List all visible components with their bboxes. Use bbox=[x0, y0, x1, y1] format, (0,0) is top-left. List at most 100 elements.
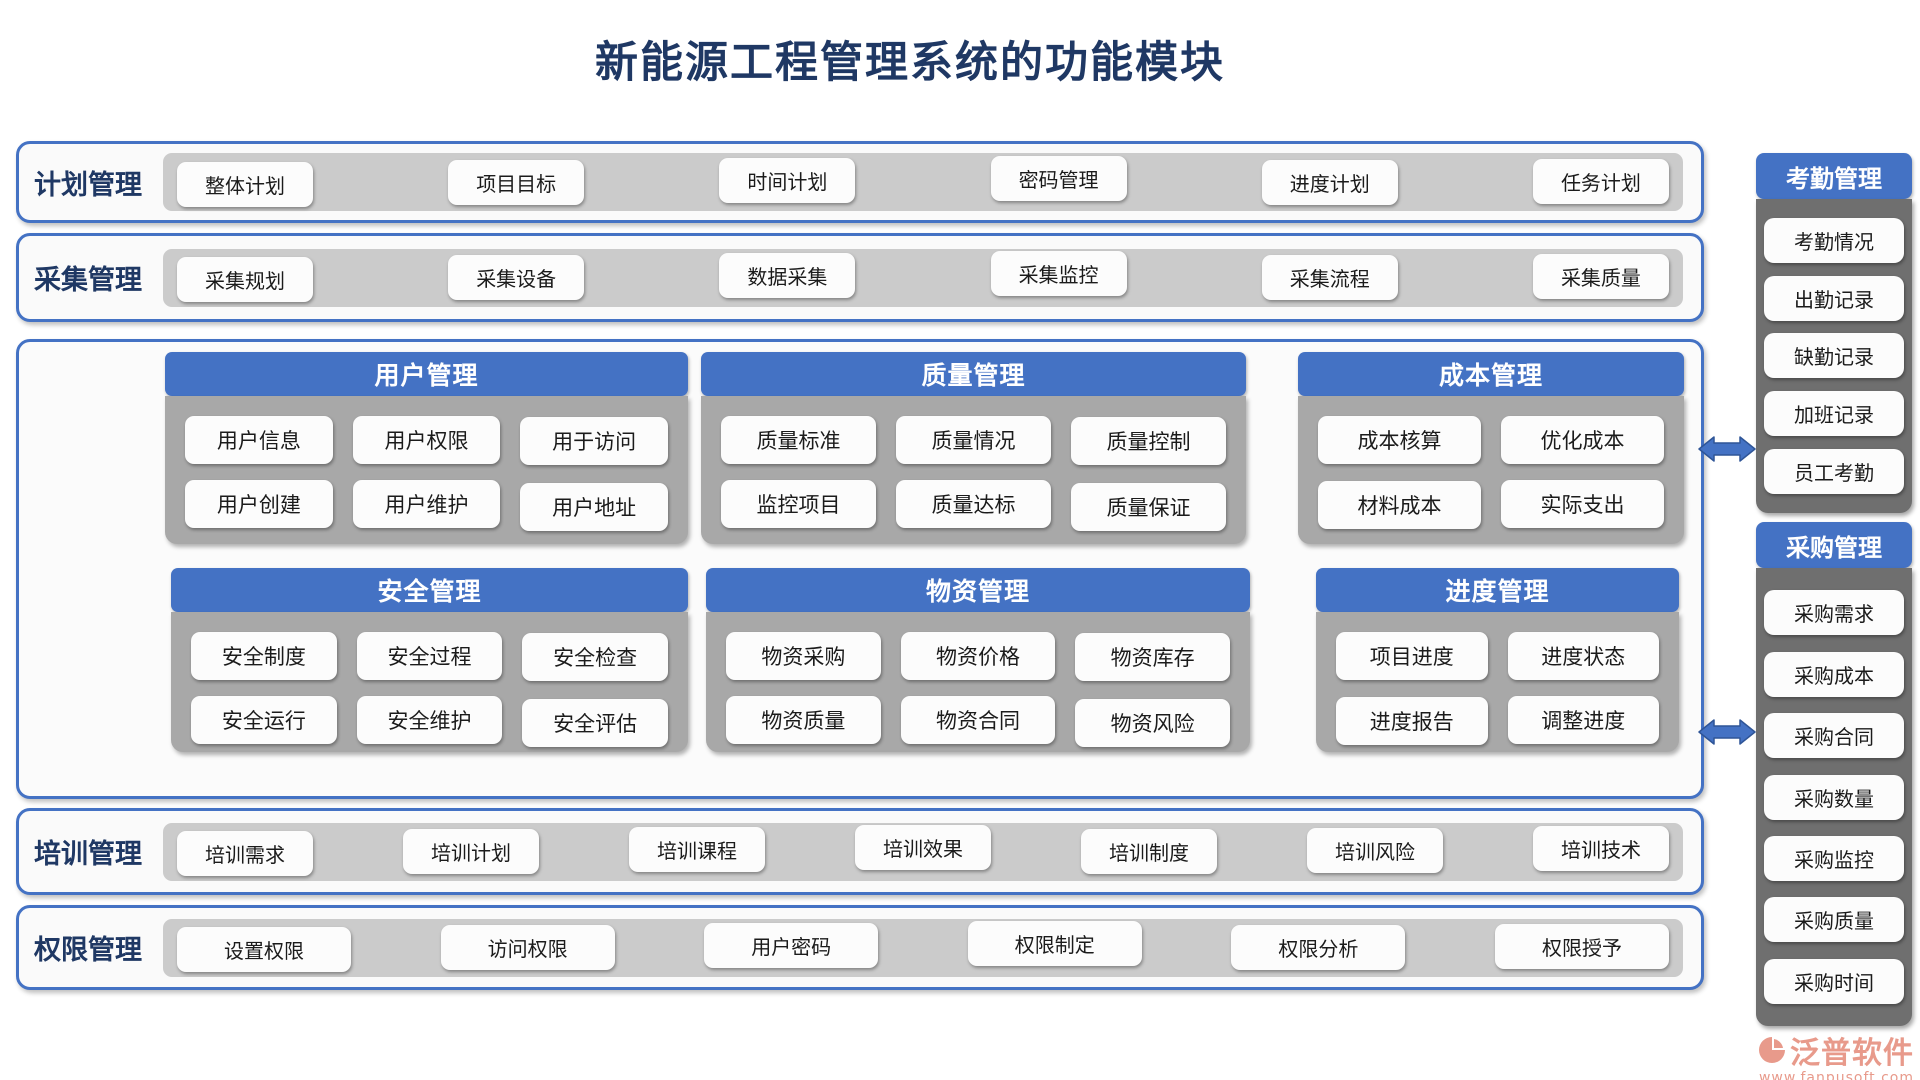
user-management-block: 用户管理 用户信息 用户权限 用于访问 用户创建 用户维护 用户地址 bbox=[165, 352, 688, 544]
module-button[interactable]: 采集监控 bbox=[990, 251, 1127, 296]
module-button[interactable]: 密码管理 bbox=[990, 155, 1127, 201]
module-button[interactable]: 进度报告 bbox=[1336, 697, 1488, 745]
collection-row-label: 采集管理 bbox=[34, 265, 142, 296]
materials-management-block: 物资管理 物资采购 物资价格 物资库存 物资质量 物资合同 物资风险 bbox=[706, 568, 1250, 752]
module-button[interactable]: 出勤记录 bbox=[1764, 275, 1904, 321]
fanpu-logo-icon bbox=[1759, 1037, 1785, 1063]
safety-management-block: 安全管理 安全制度 安全过程 安全检查 安全运行 安全维护 安全评估 bbox=[171, 568, 688, 752]
module-button[interactable]: 实际支出 bbox=[1501, 480, 1664, 528]
collection-row-bar: 采集规划 采集设备 数据采集 采集监控 采集流程 采集质量 bbox=[163, 248, 1683, 307]
module-button[interactable]: 安全运行 bbox=[191, 696, 337, 744]
module-button[interactable]: 物资风险 bbox=[1075, 699, 1230, 747]
module-button[interactable]: 用户密码 bbox=[704, 923, 879, 968]
quality-block-body: 质量标准 质量情况 质量控制 监控项目 质量达标 质量保证 bbox=[701, 396, 1246, 544]
cost-management-block: 成本管理 成本核算 优化成本 材料成本 实际支出 bbox=[1298, 352, 1684, 544]
module-button[interactable]: 采购需求 bbox=[1764, 590, 1904, 636]
core-modules-frame: 用户管理 用户信息 用户权限 用于访问 用户创建 用户维护 用户地址 质量管理 … bbox=[16, 339, 1704, 799]
module-button[interactable]: 时间计划 bbox=[719, 157, 856, 203]
permission-management-row: 权限管理 设置权限 访问权限 用户密码 权限制定 权限分析 权限授予 bbox=[16, 905, 1704, 990]
module-button[interactable]: 采集质量 bbox=[1532, 254, 1669, 299]
module-button[interactable]: 缺勤记录 bbox=[1764, 333, 1904, 379]
module-button[interactable]: 物资价格 bbox=[900, 632, 1056, 680]
collection-management-row: 采集管理 采集规划 采集设备 数据采集 采集监控 采集流程 采集质量 bbox=[16, 233, 1704, 322]
module-button[interactable]: 质量控制 bbox=[1071, 417, 1226, 465]
module-button[interactable]: 质量标准 bbox=[721, 416, 876, 464]
module-button[interactable]: 优化成本 bbox=[1501, 416, 1664, 464]
cost-block-header: 成本管理 bbox=[1298, 352, 1684, 396]
module-button[interactable]: 进度状态 bbox=[1507, 632, 1659, 680]
brand-website-link[interactable]: www.fanpusoft.com bbox=[1758, 1070, 1914, 1080]
module-button[interactable]: 采购时间 bbox=[1764, 958, 1904, 1004]
module-button[interactable]: 培训制度 bbox=[1081, 829, 1217, 874]
module-button[interactable]: 员工考勤 bbox=[1764, 449, 1904, 495]
module-button[interactable]: 整体计划 bbox=[177, 161, 313, 207]
module-button[interactable]: 培训效果 bbox=[855, 825, 991, 870]
module-button[interactable]: 培训技术 bbox=[1533, 826, 1669, 871]
module-button[interactable]: 安全制度 bbox=[191, 632, 337, 680]
plan-row-bar: 整体计划 项目目标 时间计划 密码管理 进度计划 任务计划 bbox=[163, 153, 1683, 211]
module-button[interactable]: 用户维护 bbox=[352, 480, 501, 528]
module-button[interactable]: 材料成本 bbox=[1318, 481, 1481, 529]
module-button[interactable]: 安全检查 bbox=[522, 633, 668, 681]
module-button[interactable]: 调整进度 bbox=[1507, 696, 1659, 744]
module-button[interactable]: 质量情况 bbox=[896, 416, 1051, 464]
module-button[interactable]: 进度计划 bbox=[1261, 159, 1398, 205]
module-button[interactable]: 权限授予 bbox=[1494, 924, 1669, 969]
module-button[interactable]: 设置权限 bbox=[177, 927, 351, 972]
module-button[interactable]: 物资质量 bbox=[726, 696, 881, 744]
module-button[interactable]: 物资合同 bbox=[900, 696, 1056, 744]
module-button[interactable]: 质量保证 bbox=[1071, 483, 1226, 531]
attendance-panel-header: 考勤管理 bbox=[1756, 153, 1912, 199]
module-button[interactable]: 采购质量 bbox=[1764, 897, 1904, 943]
module-button[interactable]: 项目目标 bbox=[448, 159, 585, 205]
module-button[interactable]: 访问权限 bbox=[440, 925, 615, 970]
module-button[interactable]: 安全维护 bbox=[356, 696, 503, 744]
module-button[interactable]: 培训需求 bbox=[177, 831, 313, 876]
progress-management-block: 进度管理 项目进度 进度状态 进度报告 调整进度 bbox=[1316, 568, 1679, 752]
cost-block-body: 成本核算 优化成本 材料成本 实际支出 bbox=[1298, 396, 1684, 544]
training-row-label: 培训管理 bbox=[34, 839, 142, 870]
module-button[interactable]: 培训风险 bbox=[1307, 828, 1443, 873]
module-button[interactable]: 权限制定 bbox=[967, 921, 1142, 966]
module-button[interactable]: 采购合同 bbox=[1764, 713, 1904, 759]
safety-block-body: 安全制度 安全过程 安全检查 安全运行 安全维护 安全评估 bbox=[171, 612, 688, 752]
safety-block-header: 安全管理 bbox=[171, 568, 688, 612]
module-button[interactable]: 项目进度 bbox=[1336, 632, 1488, 680]
module-button[interactable]: 安全过程 bbox=[356, 632, 503, 680]
permission-row-label: 权限管理 bbox=[34, 935, 142, 966]
module-button[interactable]: 权限分析 bbox=[1231, 925, 1406, 970]
module-button[interactable]: 用户信息 bbox=[185, 416, 333, 464]
module-button[interactable]: 监控项目 bbox=[721, 480, 876, 528]
training-management-row: 培训管理 培训需求 培训计划 培训课程 培训效果 培训制度 培训风险 培训技术 bbox=[16, 808, 1704, 895]
procurement-panel-header: 采购管理 bbox=[1756, 522, 1912, 568]
module-button[interactable]: 用户权限 bbox=[352, 416, 501, 464]
module-button[interactable]: 考勤情况 bbox=[1764, 217, 1904, 263]
module-button[interactable]: 物资库存 bbox=[1075, 633, 1230, 681]
procurement-panel-body: 采购需求 采购成本 采购合同 采购数量 采购监控 采购质量 采购时间 bbox=[1756, 568, 1912, 1026]
module-button[interactable]: 数据采集 bbox=[719, 253, 856, 298]
module-button[interactable]: 安全评估 bbox=[522, 699, 668, 747]
module-button[interactable]: 用于访问 bbox=[520, 417, 668, 465]
module-button[interactable]: 物资采购 bbox=[726, 632, 881, 680]
training-row-bar: 培训需求 培训计划 培训课程 培训效果 培训制度 培训风险 培训技术 bbox=[163, 822, 1683, 881]
module-button[interactable]: 采集流程 bbox=[1261, 255, 1398, 300]
module-button[interactable]: 成本核算 bbox=[1318, 416, 1481, 464]
plan-row-label: 计划管理 bbox=[34, 169, 142, 201]
module-button[interactable]: 采购数量 bbox=[1764, 774, 1904, 820]
module-button[interactable]: 质量达标 bbox=[896, 480, 1051, 528]
module-button[interactable]: 用户创建 bbox=[185, 480, 333, 528]
module-button[interactable]: 培训计划 bbox=[403, 829, 539, 874]
module-button[interactable]: 采集设备 bbox=[448, 255, 585, 300]
left-right-arrow-icon bbox=[1698, 719, 1756, 745]
module-button[interactable]: 采购成本 bbox=[1764, 651, 1904, 697]
module-button[interactable]: 任务计划 bbox=[1532, 158, 1669, 204]
module-button[interactable]: 培训课程 bbox=[629, 827, 765, 872]
user-block-body: 用户信息 用户权限 用于访问 用户创建 用户维护 用户地址 bbox=[165, 396, 688, 544]
module-button[interactable]: 采购监控 bbox=[1764, 835, 1904, 881]
module-button[interactable]: 加班记录 bbox=[1764, 391, 1904, 437]
module-button[interactable]: 用户地址 bbox=[520, 483, 668, 531]
module-button[interactable]: 采集规划 bbox=[177, 257, 313, 302]
user-block-header: 用户管理 bbox=[165, 352, 688, 396]
materials-block-body: 物资采购 物资价格 物资库存 物资质量 物资合同 物资风险 bbox=[706, 612, 1250, 752]
